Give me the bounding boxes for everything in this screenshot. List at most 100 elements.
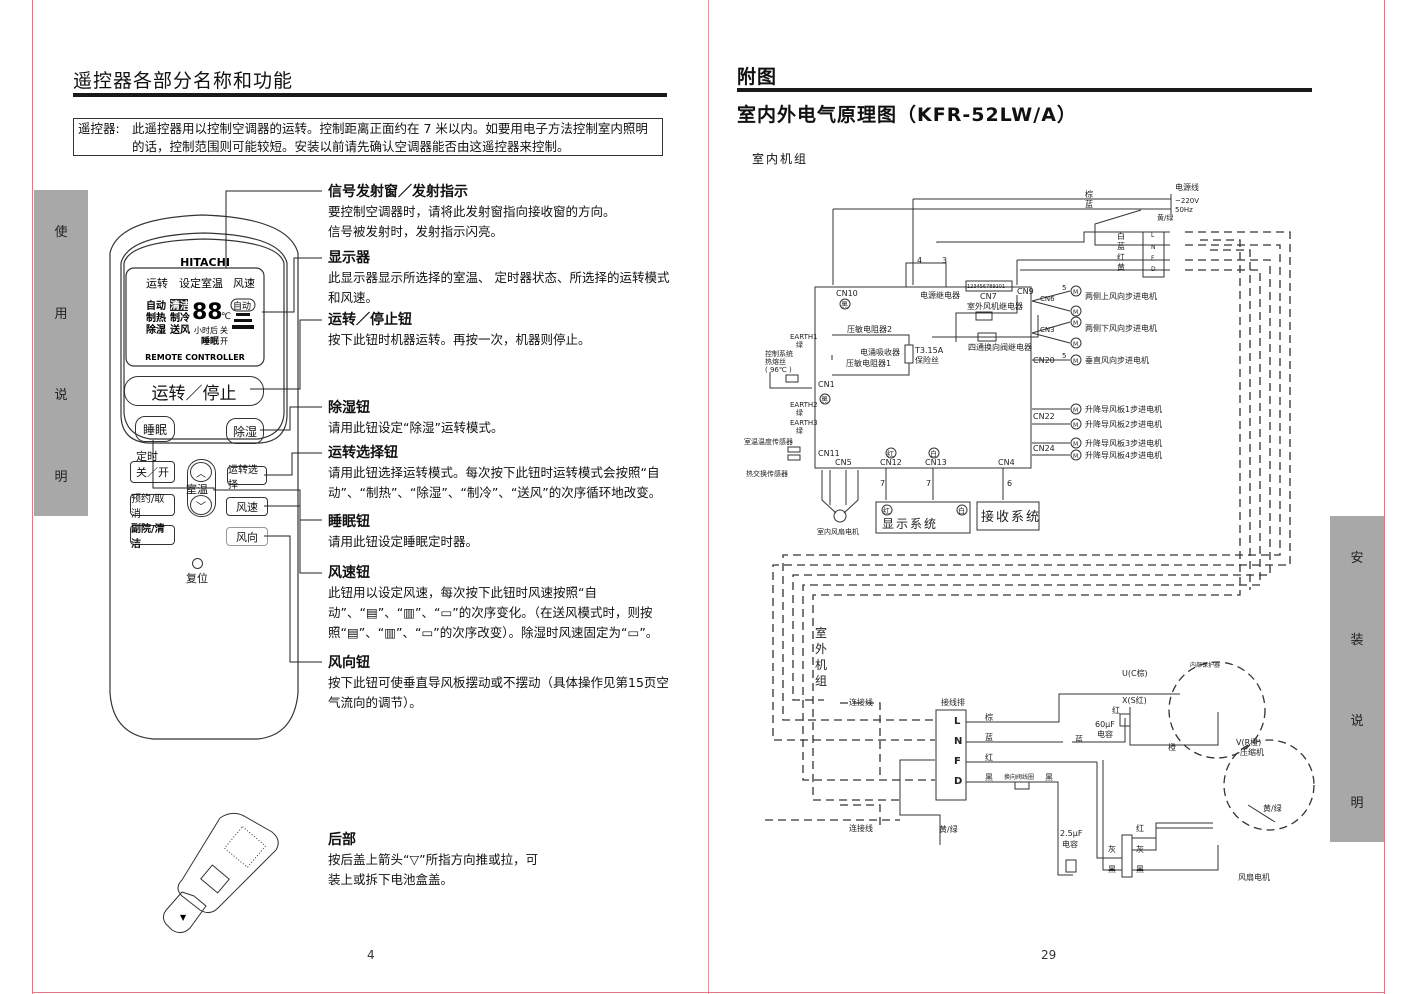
reset-button[interactable] (192, 558, 203, 569)
diagram-title: 室内外电气原理图（KFR-52LW/A） (737, 104, 1077, 126)
connector-label: CN20 (1033, 356, 1055, 365)
connector-label: CN5 (835, 458, 852, 467)
connector-label: CN9 (1017, 287, 1034, 296)
temp-up-button[interactable]: ︿ (190, 462, 212, 482)
display-mode: 除湿 (146, 323, 166, 336)
page-border-right (1384, 0, 1385, 994)
connector-label: CN11 (818, 449, 840, 458)
section-heading: 运转／停止钮 (328, 312, 412, 328)
defrost-clean-button[interactable]: 副院/清洁 (130, 524, 175, 550)
frequency-label: 50Hz (1175, 206, 1193, 214)
section-heading: 风速钮 (328, 565, 370, 581)
side-tab-char: 明 (54, 469, 68, 485)
dehumidify-button[interactable]: 除湿 (226, 418, 264, 444)
stepper-motor: M (1070, 449, 1082, 461)
terminal-wire: 红 (1117, 252, 1125, 262)
section-heading: 运转选择钮 (328, 445, 398, 461)
green-label: 绿 (796, 426, 803, 435)
section-heading: 风向钮 (328, 655, 370, 671)
chevron-down-icon: ﹀ (196, 501, 206, 513)
wire-count: 5 (1062, 352, 1066, 360)
wire-color: 橙 (1168, 742, 1176, 752)
intro-label: 遥控器: (78, 121, 120, 136)
section-heading: 后部 (328, 832, 356, 848)
display-label-fan: 风速 (233, 277, 255, 290)
run-stop-button[interactable]: 运转／停止 (124, 376, 264, 406)
section-fan-speed: 风速钮 此钮用以设定风速，每次按下此钮时风速按照“自动”、“▤”、“▥”、“▭”… (328, 563, 673, 643)
section-body: 按后盖上箭头“▽”所指方向推或拉，可 (328, 852, 539, 867)
page-border-bottom (32, 992, 1385, 993)
side-tab-usage: 使 用 说 明 (34, 190, 88, 516)
outdoor-unit-label: 机 (815, 658, 827, 672)
outdoor-unit-label: 室 (815, 625, 827, 640)
motor-icon: M (1073, 309, 1078, 316)
side-tab-char: 使 (54, 225, 68, 241)
display-label-run: 运转 (146, 276, 168, 290)
relay-pin: 4 (917, 256, 922, 265)
v-label: V(R橙) (1236, 737, 1261, 747)
stepper-motor: M (1070, 285, 1082, 297)
internal-protector-label: 内部保护器 (1190, 661, 1220, 669)
wire-count: 6 (1007, 479, 1012, 488)
motor-icon: M (1073, 289, 1078, 296)
display-timer: 睡眠 (201, 335, 219, 347)
badge-white: 白 (958, 506, 965, 515)
remote-back-illustration: ▼ (162, 812, 279, 934)
terminal-pin: D (1151, 266, 1156, 273)
power-relay-label: 电源继电器 (920, 290, 960, 300)
section-run-stop: 运转／停止钮 按下此钮时机器运转。再按一次，机器则停止。 (328, 310, 673, 350)
connector-label: CN22 (1033, 412, 1055, 421)
terminal-pin: F (1151, 255, 1155, 262)
motor-icon: M (1073, 422, 1078, 429)
stepper-motor: M (1070, 418, 1082, 430)
wire-color: 蓝 (985, 732, 993, 742)
display-mode: 制冷 (170, 311, 190, 324)
wire-color: 黑 (1045, 773, 1053, 782)
terminal-pin: F (954, 756, 961, 767)
badge-red: 红 (887, 449, 894, 458)
four-way-relay-label: 四通换向阀继电器 (968, 342, 1032, 352)
cap-small-value: 2.5μF (1060, 829, 1083, 838)
display-timer: 开 (220, 337, 228, 346)
section-display: 显示器 此显示器显示所选择的室温、 定时器状态、所选择的运转模式和风速。 (328, 248, 673, 308)
motor-icon: M (1073, 407, 1078, 414)
surge-absorber-label: 电涌吸收器 (860, 347, 900, 357)
remote-brand: HITACHI (180, 256, 230, 269)
wire-brown-label: 棕 (1085, 189, 1093, 199)
heat-sensor-label: 热交换传感器 (746, 469, 788, 478)
section-body: 装上或拆下电池盒盖。 (328, 872, 454, 887)
section-body: 请用此钮设定“除湿”运转模式。 (328, 420, 504, 435)
thermal-fuse-label: 热熔丝 (765, 357, 786, 366)
page-border-left (32, 0, 33, 994)
connector-label: CN6 (1040, 295, 1055, 303)
fan-speed-bars-icon (232, 313, 254, 329)
side-tab-char: 用 (54, 306, 68, 322)
connector-label: CN13 (925, 458, 947, 467)
section-mode-select: 运转选择钮 请用此钮选择运转模式。每次按下此钮时运转模式会按照“自动”、“制热”… (328, 443, 673, 503)
wire-color: 蓝 (1075, 734, 1083, 744)
thermal-fuse-label: 控制系统 (765, 349, 793, 358)
section-fan-direction: 风向钮 按下此钮可使垂直导风板摆动或不摆动（具体操作见第15页空气流向的调节）。 (328, 653, 673, 713)
temp-down-button[interactable]: ﹀ (190, 495, 212, 515)
relay-pin: 3 (942, 256, 947, 265)
outdoor-unit-label: 外 (815, 642, 827, 656)
wire-color: 黑 (1136, 865, 1144, 874)
wire-color: 灰 (1108, 844, 1116, 854)
wire-count: 7 (880, 479, 885, 488)
title-rule (73, 93, 667, 97)
display-digits: 88 (192, 300, 223, 325)
motor-label: 两侧上风向步进电机 (1085, 291, 1157, 301)
motor-icon: M (1073, 358, 1078, 365)
section-body: 请用此钮选择运转模式。每次按下此钮时运转模式会按照“自动”、“制热”、“除湿”、… (328, 465, 662, 500)
sleep-button[interactable]: 睡眠 (135, 416, 175, 442)
chevron-up-icon: ︿ (196, 468, 206, 480)
section-body: 按下此钮可使垂直导风板摆动或不摆动（具体操作见第15页空气流向的调节）。 (328, 675, 669, 710)
reserve-cancel-button[interactable]: 预约/取消 (130, 494, 175, 520)
stepper-motor: M (1070, 337, 1082, 349)
remote-control-illustration: HITACHI 运转 设定室温 风速 自动 清洁 制热 制冷 除湿 送风 88 … (109, 214, 299, 740)
u-label: U(C棕) (1122, 668, 1148, 678)
earth1-label: EARTH1 (790, 333, 818, 341)
motor-label: 升降导风板3步进电机 (1085, 438, 1162, 448)
motor-label: 两侧下风向步进电机 (1085, 323, 1157, 333)
outdoor-unit-label: 组 (815, 674, 827, 688)
